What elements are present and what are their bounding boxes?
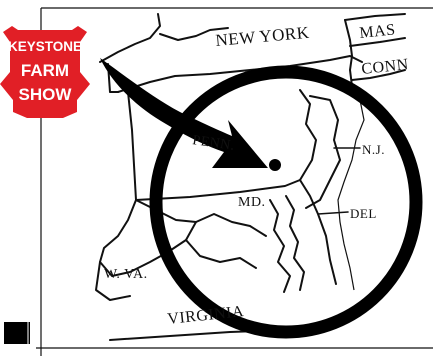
conn-south: [351, 69, 406, 81]
logo-line-keystone: KEYSTONE: [8, 38, 82, 54]
ny-lake-ontario: [159, 27, 229, 41]
label-del: DEL: [350, 206, 377, 221]
label-penn: PENN.: [191, 133, 235, 154]
label-mass: MAS: [359, 21, 397, 42]
label-new-york: NEW YORK: [215, 23, 311, 50]
state-outlines: [95, 13, 406, 341]
curved-arrow: [100, 58, 268, 168]
state-labels: NEW YORK MAS CONN PENN. N.J. MD. DEL W. …: [104, 21, 410, 328]
corner-block: [4, 322, 30, 344]
coastline-detail: [337, 85, 365, 291]
mass-north: [344, 13, 406, 21]
ny-pa-border: [117, 55, 363, 93]
pa-west-border: [127, 91, 137, 201]
magnifier-circle: [149, 65, 423, 339]
label-conn: CONN: [361, 56, 410, 78]
logo-line-farm: FARM: [21, 61, 69, 80]
keystone-farm-show-logo: KEYSTONE FARM SHOW: [0, 26, 90, 118]
ohio-river: [107, 63, 119, 93]
wv-south: [95, 261, 131, 301]
atlantic-coast: [337, 85, 365, 291]
lake-erie-shore: [99, 13, 161, 63]
mass-conn-border: [349, 37, 406, 47]
logo-line-show: SHOW: [19, 85, 73, 104]
chesapeake-east: [285, 195, 305, 291]
keystone-shape: [0, 26, 90, 118]
pa-south-border: [135, 179, 301, 201]
virginia-north: [185, 239, 257, 269]
label-nj: N.J.: [362, 142, 385, 157]
label-md: MD.: [238, 195, 266, 210]
wv-outline: [99, 199, 197, 277]
del-pointer-line: [317, 211, 349, 215]
delaware-river: [299, 89, 317, 181]
location-dot: [269, 159, 281, 171]
label-w-va: W. VA.: [104, 267, 148, 282]
nj-outline: [305, 95, 341, 209]
ny-east-border: [344, 19, 353, 87]
chesapeake-west: [269, 199, 291, 293]
delmarva-outline: [299, 179, 337, 285]
arrow-shaft: [100, 58, 268, 168]
